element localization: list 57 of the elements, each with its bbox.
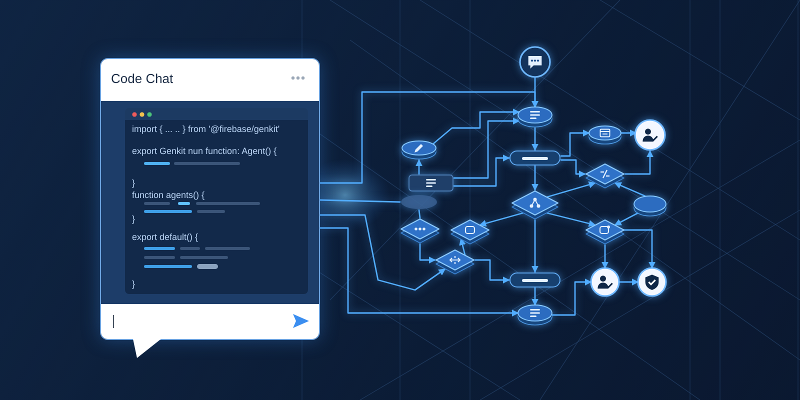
arrow <box>319 91 538 184</box>
arrow <box>459 238 466 256</box>
arrow <box>623 229 656 269</box>
arrow <box>319 227 519 316</box>
diamond-node <box>585 219 625 245</box>
diamond-node <box>585 163 625 189</box>
code-line: } <box>132 279 136 290</box>
arrow <box>546 181 596 198</box>
chat-window <box>100 58 320 340</box>
connector-line <box>319 199 401 203</box>
arrow <box>602 244 608 269</box>
arrow <box>319 214 446 291</box>
arrow <box>479 212 524 227</box>
arrow <box>532 165 538 191</box>
connector-line <box>418 209 421 219</box>
circle-node <box>590 267 620 297</box>
arrow <box>416 159 422 175</box>
disc-node <box>517 106 553 128</box>
arrow <box>453 154 510 187</box>
arrow <box>560 130 590 157</box>
arrow <box>551 278 592 316</box>
arrow <box>532 219 538 273</box>
diamond-node <box>435 249 475 275</box>
pill-node <box>509 272 561 288</box>
window-title: Code Chat <box>111 71 174 86</box>
code-line: } <box>132 214 136 225</box>
arrow <box>618 278 639 286</box>
arrow <box>532 127 538 151</box>
arrow <box>560 159 586 178</box>
diamond-node <box>400 218 440 244</box>
arrow <box>419 243 436 264</box>
code-line: export default() { <box>132 232 198 243</box>
circle-node <box>519 46 551 78</box>
diamond-node <box>511 190 559 220</box>
arrow <box>432 108 520 145</box>
code-line: export Genkit nun function: Agent() { <box>132 146 277 157</box>
arrow <box>614 212 639 226</box>
disc-node <box>401 140 437 160</box>
circle-node <box>634 119 666 151</box>
disc-node <box>517 304 553 326</box>
card-node <box>408 174 454 192</box>
disc-node <box>588 125 622 145</box>
pill-node <box>509 150 561 166</box>
arrow <box>546 212 596 227</box>
arrow <box>624 150 654 175</box>
code-line: } <box>132 178 136 189</box>
disc-node <box>633 195 667 217</box>
arrow <box>474 259 510 284</box>
arrow <box>453 118 520 179</box>
code-editor <box>125 108 308 294</box>
circle-node <box>637 267 667 297</box>
arrow <box>614 182 646 197</box>
ellipse-node <box>400 194 438 210</box>
diamond-node <box>450 219 490 245</box>
code-line: function agents() { <box>132 190 205 201</box>
code-line: import { ... .. } from '@firebase/genkit' <box>132 124 280 135</box>
arrow <box>532 287 538 306</box>
